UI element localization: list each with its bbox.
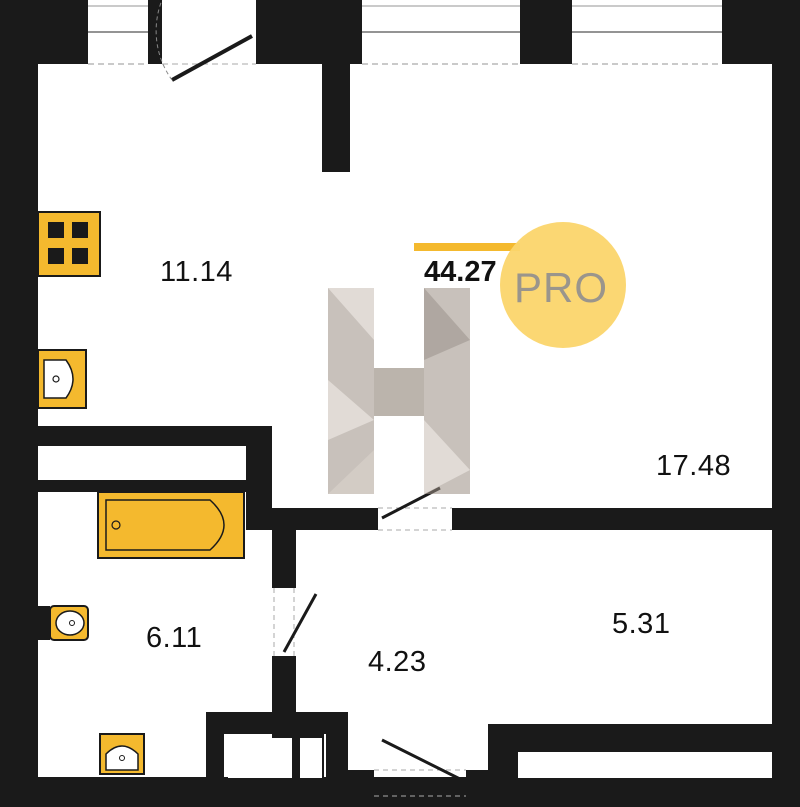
wall-bottom xyxy=(0,777,800,807)
windows xyxy=(88,5,722,65)
room-area-living-room: 17.48 xyxy=(656,450,732,482)
door-bathroom xyxy=(273,588,318,656)
wall-pillar xyxy=(322,60,350,172)
wall-bath-top xyxy=(0,426,272,446)
room-area-kitchen: 11.14 xyxy=(160,256,233,288)
wall-mid-left xyxy=(246,508,378,530)
wall-top-seg-1 xyxy=(0,0,88,64)
stove-icon xyxy=(37,211,101,277)
bathroom-sink-icon xyxy=(99,733,145,775)
balcony-door xyxy=(155,0,256,82)
bathtub-icon xyxy=(97,491,245,559)
wall-top-seg-4 xyxy=(520,0,572,64)
storage-strip xyxy=(518,752,772,778)
room-area-storage-room: 5.31 xyxy=(612,608,671,640)
wall-top-seg-3 xyxy=(256,0,362,64)
kitchen-sink-icon xyxy=(37,349,87,409)
wall-bath-side xyxy=(246,426,272,514)
toilet-icon xyxy=(38,605,89,641)
h-letter-logo xyxy=(328,288,470,494)
door-living xyxy=(378,486,452,531)
closet-2 xyxy=(300,738,322,778)
total-area-bar xyxy=(414,243,520,251)
wall-mid-right xyxy=(452,508,800,530)
wall-closet-right xyxy=(326,712,348,782)
closet-1 xyxy=(228,738,292,778)
wall-left xyxy=(0,0,38,807)
wall-storage-top xyxy=(488,724,800,752)
pro-badge-circle xyxy=(500,222,626,348)
total-area-label: 44.27 xyxy=(424,256,497,288)
wall-right xyxy=(772,0,800,807)
wall-bath-divider-top xyxy=(272,508,296,588)
room-area-bathroom: 6.11 xyxy=(146,622,203,654)
wall-entry-left xyxy=(346,770,374,807)
wall-bath-shelf xyxy=(0,480,272,492)
wall-top-seg-2 xyxy=(148,0,162,64)
wall-top-seg-5 xyxy=(722,0,800,64)
pro-badge-label: PRO xyxy=(514,264,609,311)
room-area-hallway: 4.23 xyxy=(368,646,427,678)
closets xyxy=(228,738,772,778)
door-entrance xyxy=(374,738,467,797)
